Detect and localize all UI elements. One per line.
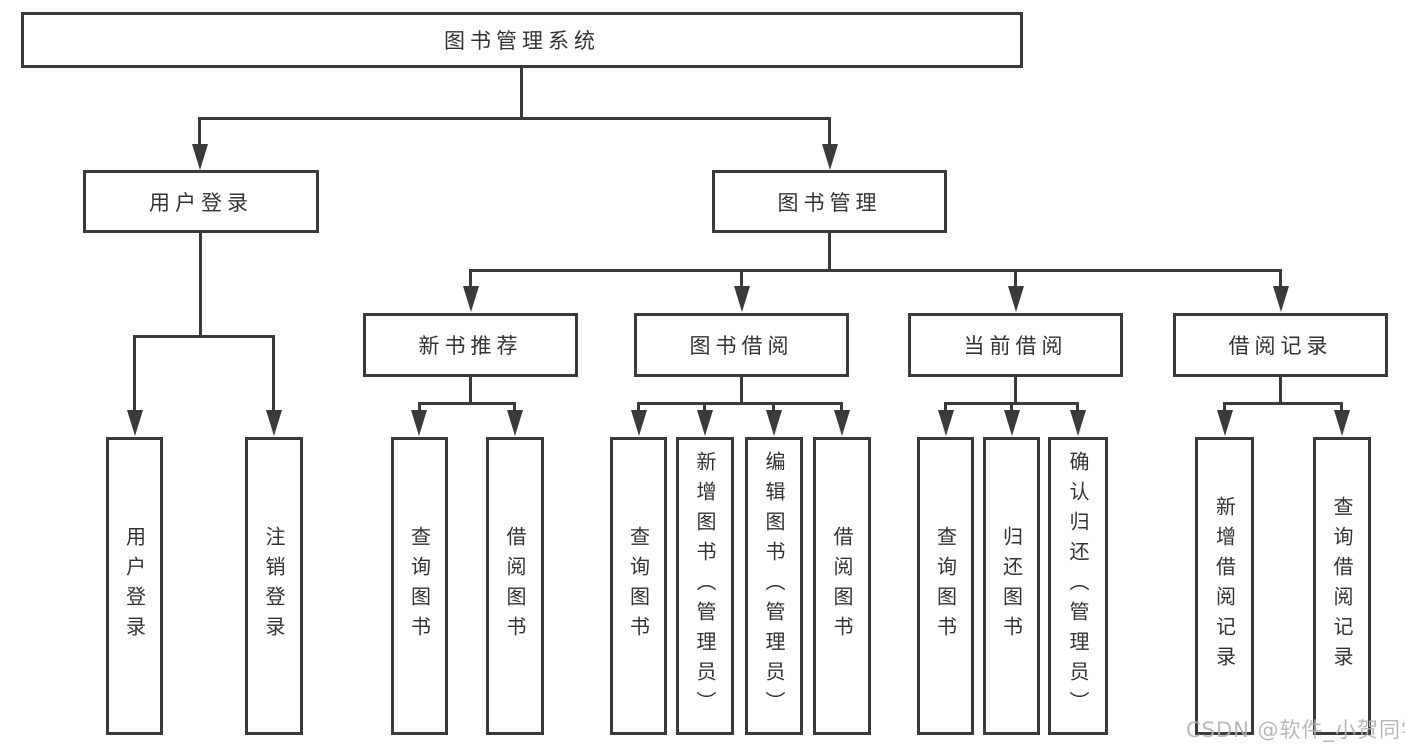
arrowhead-down-icon xyxy=(766,410,782,436)
arrowhead-down-icon xyxy=(507,410,523,436)
node-leaf-confirm-return-admin-label: 确认归还（管理员） xyxy=(1066,451,1090,721)
connector-line xyxy=(198,117,201,146)
connector-line xyxy=(199,233,202,336)
node-leaf-borrow-books-2: 借阅图书 xyxy=(813,437,871,735)
connector-line xyxy=(520,68,523,118)
arrowhead-down-icon xyxy=(938,410,954,436)
node-user-login: 用户登录 xyxy=(83,170,319,233)
arrowhead-down-icon xyxy=(411,410,427,436)
arrowhead-down-icon xyxy=(127,410,143,436)
arrowhead-down-icon xyxy=(1217,410,1233,436)
connector-line xyxy=(469,269,1282,272)
connector-line xyxy=(828,117,831,146)
node-leaf-query-borrow-record-label: 查询借阅记录 xyxy=(1330,496,1354,676)
node-leaf-borrow-books-1-label: 借阅图书 xyxy=(503,526,527,646)
node-leaf-borrow-books-1: 借阅图书 xyxy=(486,437,544,735)
connector-line xyxy=(772,402,775,411)
connector-line xyxy=(1014,377,1017,404)
connector-line xyxy=(944,402,947,411)
connector-line xyxy=(1279,269,1282,287)
node-root: 图书管理系统 xyxy=(21,12,1023,68)
node-borrowing-records: 借阅记录 xyxy=(1173,313,1388,377)
node-leaf-add-book-admin-label: 新增图书（管理员） xyxy=(693,451,717,721)
connector-line xyxy=(1076,402,1079,411)
connector-line xyxy=(418,402,516,405)
node-leaf-logout-label: 注销登录 xyxy=(262,526,286,646)
node-borrowing-records-label: 借阅记录 xyxy=(1228,334,1333,358)
node-new-book-recommend-label: 新书推荐 xyxy=(418,334,523,358)
connector-line xyxy=(1279,377,1282,404)
connector-line xyxy=(1010,402,1013,411)
arrowhead-down-icon xyxy=(631,410,647,436)
connector-line xyxy=(133,335,275,338)
connector-line xyxy=(469,377,472,404)
node-leaf-return-book-label: 归还图书 xyxy=(999,526,1024,646)
node-leaf-query-books-2-label: 查询图书 xyxy=(626,526,651,646)
node-leaf-confirm-return-admin: 确认归还（管理员） xyxy=(1048,437,1108,735)
node-book-management-label: 图书管理 xyxy=(777,190,882,215)
connector-line xyxy=(1014,269,1017,287)
connector-line xyxy=(1223,402,1226,411)
arrowhead-down-icon xyxy=(1273,286,1289,312)
node-leaf-return-book: 归还图书 xyxy=(983,437,1040,735)
connector-line xyxy=(828,233,831,272)
connector-line xyxy=(740,269,743,287)
arrowhead-down-icon xyxy=(1004,410,1020,436)
node-book-management: 图书管理 xyxy=(712,170,947,233)
arrowhead-down-icon xyxy=(834,410,850,436)
node-leaf-query-borrow-record: 查询借阅记录 xyxy=(1313,437,1371,735)
connector-line xyxy=(1223,402,1343,405)
connector-line xyxy=(133,335,136,411)
node-leaf-borrow-books-2-label: 借阅图书 xyxy=(830,526,854,646)
node-leaf-add-book-admin: 新增图书（管理员） xyxy=(676,437,734,735)
connector-line xyxy=(840,402,843,411)
arrowhead-down-icon xyxy=(192,144,208,170)
node-leaf-user-login-label: 用户登录 xyxy=(122,526,147,646)
connector-line xyxy=(198,117,831,120)
arrowhead-down-icon xyxy=(822,144,838,170)
node-leaf-user-login: 用户登录 xyxy=(106,437,163,735)
node-leaf-query-books-3: 查询图书 xyxy=(917,437,974,735)
connector-line xyxy=(637,402,640,411)
node-leaf-add-borrow-record: 新增借阅记录 xyxy=(1195,437,1254,735)
node-new-book-recommend: 新书推荐 xyxy=(363,313,578,377)
connector-line xyxy=(944,402,1079,405)
node-leaf-edit-book-admin: 编辑图书（管理员） xyxy=(745,437,803,735)
connector-line xyxy=(1340,402,1343,411)
arrowhead-down-icon xyxy=(1334,410,1350,436)
node-root-label: 图书管理系统 xyxy=(444,29,600,53)
connector-line xyxy=(740,377,743,404)
node-current-borrowing-label: 当前借阅 xyxy=(963,334,1068,358)
node-leaf-query-books-2: 查询图书 xyxy=(610,437,667,735)
arrowhead-down-icon xyxy=(1070,410,1086,436)
connector-line xyxy=(637,402,843,405)
connector-line xyxy=(513,402,516,411)
arrowhead-down-icon xyxy=(697,410,713,436)
arrowhead-down-icon xyxy=(266,410,282,436)
node-leaf-query-books-1-label: 查询图书 xyxy=(407,526,432,646)
node-current-borrowing: 当前借阅 xyxy=(908,313,1123,377)
arrowhead-down-icon xyxy=(734,286,750,312)
node-book-borrowing: 图书借阅 xyxy=(634,313,849,377)
node-leaf-add-borrow-record-label: 新增借阅记录 xyxy=(1212,496,1237,676)
connector-line xyxy=(703,402,706,411)
connector-line xyxy=(272,335,275,411)
node-leaf-logout: 注销登录 xyxy=(245,437,303,735)
connector-line xyxy=(418,402,421,411)
node-user-login-label: 用户登录 xyxy=(149,190,253,215)
node-leaf-edit-book-admin-label: 编辑图书（管理员） xyxy=(762,451,786,721)
arrowhead-down-icon xyxy=(1008,286,1024,312)
node-book-borrowing-label: 图书借阅 xyxy=(689,334,794,358)
connector-line xyxy=(469,269,472,287)
node-leaf-query-books-1: 查询图书 xyxy=(391,437,448,735)
node-leaf-query-books-3-label: 查询图书 xyxy=(933,526,958,646)
arrowhead-down-icon xyxy=(463,286,479,312)
watermark: CSDN @软件_小贺同学 xyxy=(1186,718,1405,742)
